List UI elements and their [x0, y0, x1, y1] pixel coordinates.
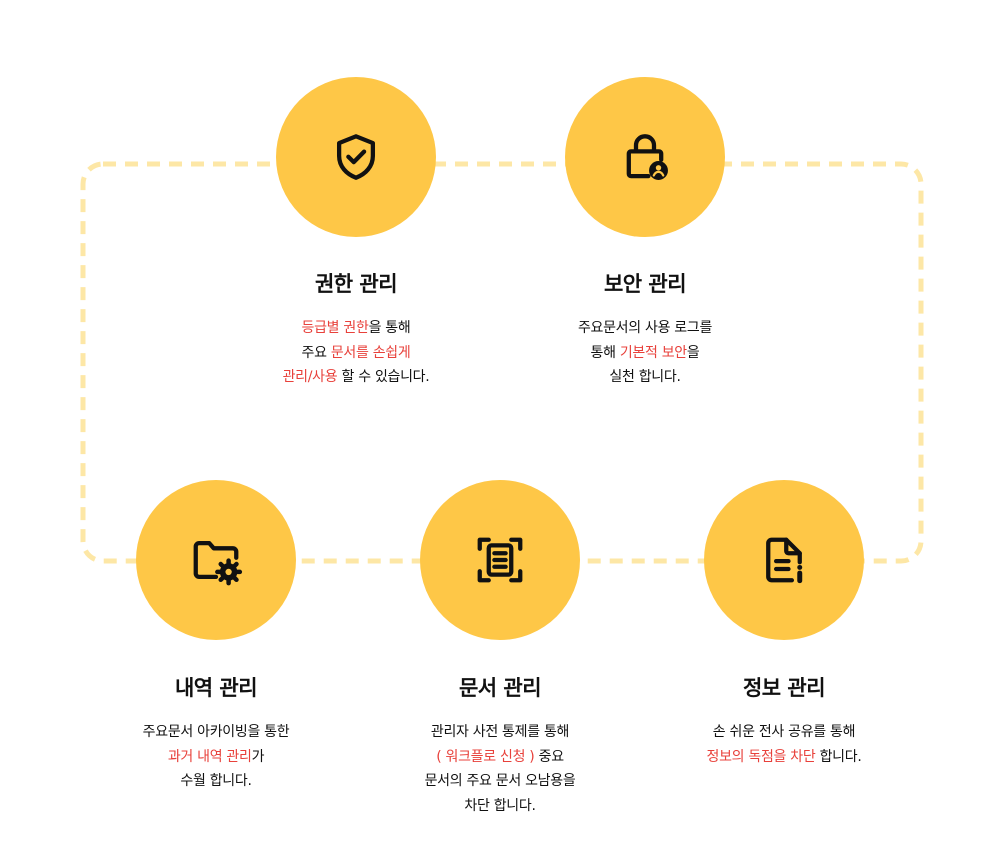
file-info-icon	[766, 537, 803, 584]
highlighted-text: ( 워크플로 신청 )	[436, 748, 535, 765]
highlighted-text: 기본적 보안	[619, 344, 687, 361]
history-icon-circle	[136, 480, 296, 640]
description-line: 정보의 독점을 차단 합니다.	[634, 745, 934, 770]
feature-description: 등급별 권한을 통해 주요 문서를 손쉽게 관리/사용 할 수 있습니다.	[206, 316, 506, 390]
description-text: 수월 합니다.	[180, 773, 252, 789]
highlighted-text: 문서를 손쉽게	[330, 344, 411, 361]
feature-description: 관리자 사전 통제를 통해 ( 워크플로 신청 ) 중요 문서의 주요 문서 오…	[350, 720, 650, 818]
highlighted-text: 과거 내역 관리	[167, 748, 252, 765]
feature-title: 내역 관리	[174, 676, 258, 700]
description-text: 중요	[534, 748, 564, 765]
description-line: 과거 내역 관리가	[66, 745, 366, 770]
highlighted-text: 등급별 권한	[301, 320, 369, 336]
document-scan-icon	[477, 537, 523, 583]
description-line: 등급별 권한을 통해	[206, 316, 506, 341]
folder-settings-icon	[193, 540, 243, 586]
description-line: 실천 합니다.	[495, 365, 795, 390]
feature-title: 정보 관리	[742, 676, 826, 700]
feature-description: 주요문서 아카이빙을 통한 과거 내역 관리가 수월 합니다.	[66, 720, 366, 794]
description-text: 주요문서 아카이빙을 통한	[142, 724, 290, 740]
description-line: 차단 합니다.	[350, 794, 650, 819]
description-line: 주요문서 아카이빙을 통한	[66, 720, 366, 745]
description-text: 차단 합니다.	[464, 797, 536, 814]
description-line: 손 쉬운 전사 공유를 통해	[634, 720, 934, 745]
feature-description: 손 쉬운 전사 공유를 통해 정보의 독점을 차단 합니다.	[634, 720, 934, 769]
permission-icon-circle	[276, 77, 436, 237]
feature-title: 권한 관리	[314, 272, 398, 296]
information-icon-circle	[704, 480, 864, 640]
description-text: 손 쉬운 전사 공유를 통해	[712, 724, 856, 740]
description-text: 을 통해	[368, 320, 411, 336]
highlighted-text: 관리/사용	[282, 369, 338, 385]
description-line: 주요문서의 사용 로그를	[495, 316, 795, 341]
description-text: 관리자 사전 통제를 통해	[430, 724, 570, 740]
description-line: 문서의 주요 문서 오남용을	[350, 769, 650, 794]
description-text: 주요	[301, 344, 331, 361]
description-text: 을	[686, 344, 700, 361]
description-text: 주요문서의 사용 로그를	[577, 320, 713, 336]
description-line: ( 워크플로 신청 ) 중요	[350, 745, 650, 770]
description-line: 관리자 사전 통제를 통해	[350, 720, 650, 745]
description-line: 관리/사용 할 수 있습니다.	[206, 365, 506, 390]
description-line: 수월 합니다.	[66, 769, 366, 794]
description-text: 합니다.	[815, 748, 862, 765]
shield-check-icon	[336, 134, 376, 180]
feature-description: 주요문서의 사용 로그를 통해 기본적 보안을 실천 합니다.	[495, 316, 795, 390]
description-text: 가	[251, 748, 265, 765]
description-text: 할 수 있습니다.	[337, 369, 430, 385]
feature-title: 문서 관리	[458, 676, 542, 700]
description-line: 통해 기본적 보안을	[495, 341, 795, 366]
security-icon-circle	[565, 77, 725, 237]
description-text: 문서의 주요 문서 오남용을	[424, 773, 576, 789]
description-text: 통해	[590, 344, 620, 361]
lock-user-icon	[626, 134, 668, 180]
description-line: 주요 문서를 손쉽게	[206, 341, 506, 366]
feature-title: 보안 관리	[603, 272, 687, 296]
highlighted-text: 정보의 독점을 차단	[706, 748, 816, 765]
description-text: 실천 합니다.	[609, 369, 681, 385]
document-icon-circle	[420, 480, 580, 640]
